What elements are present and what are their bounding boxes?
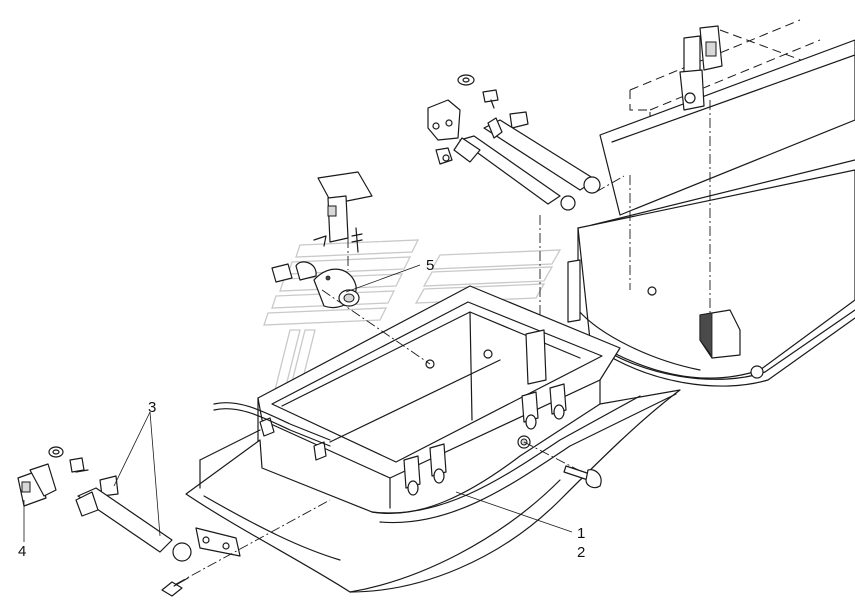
callout-labels: 1 2 3 4 5: [18, 257, 585, 561]
callout-3: 3: [148, 399, 156, 416]
lower-left-parts: [17, 446, 331, 597]
callout-2: 2: [577, 544, 585, 561]
lock-cylinder: [271, 261, 360, 309]
callout-5: 5: [426, 257, 434, 274]
mounting-bracket-middle: [313, 171, 373, 253]
hinge-bracket-top-right: [679, 25, 723, 111]
callout-4: 4: [18, 543, 26, 560]
key: [563, 465, 602, 489]
leader-lines: [23, 264, 573, 542]
callout-1: 1: [577, 525, 585, 542]
gas-strut-upper: [427, 74, 601, 211]
assembly-lines: [321, 175, 625, 365]
right-tray: [539, 39, 855, 387]
lower-curved-panel: [185, 383, 681, 593]
